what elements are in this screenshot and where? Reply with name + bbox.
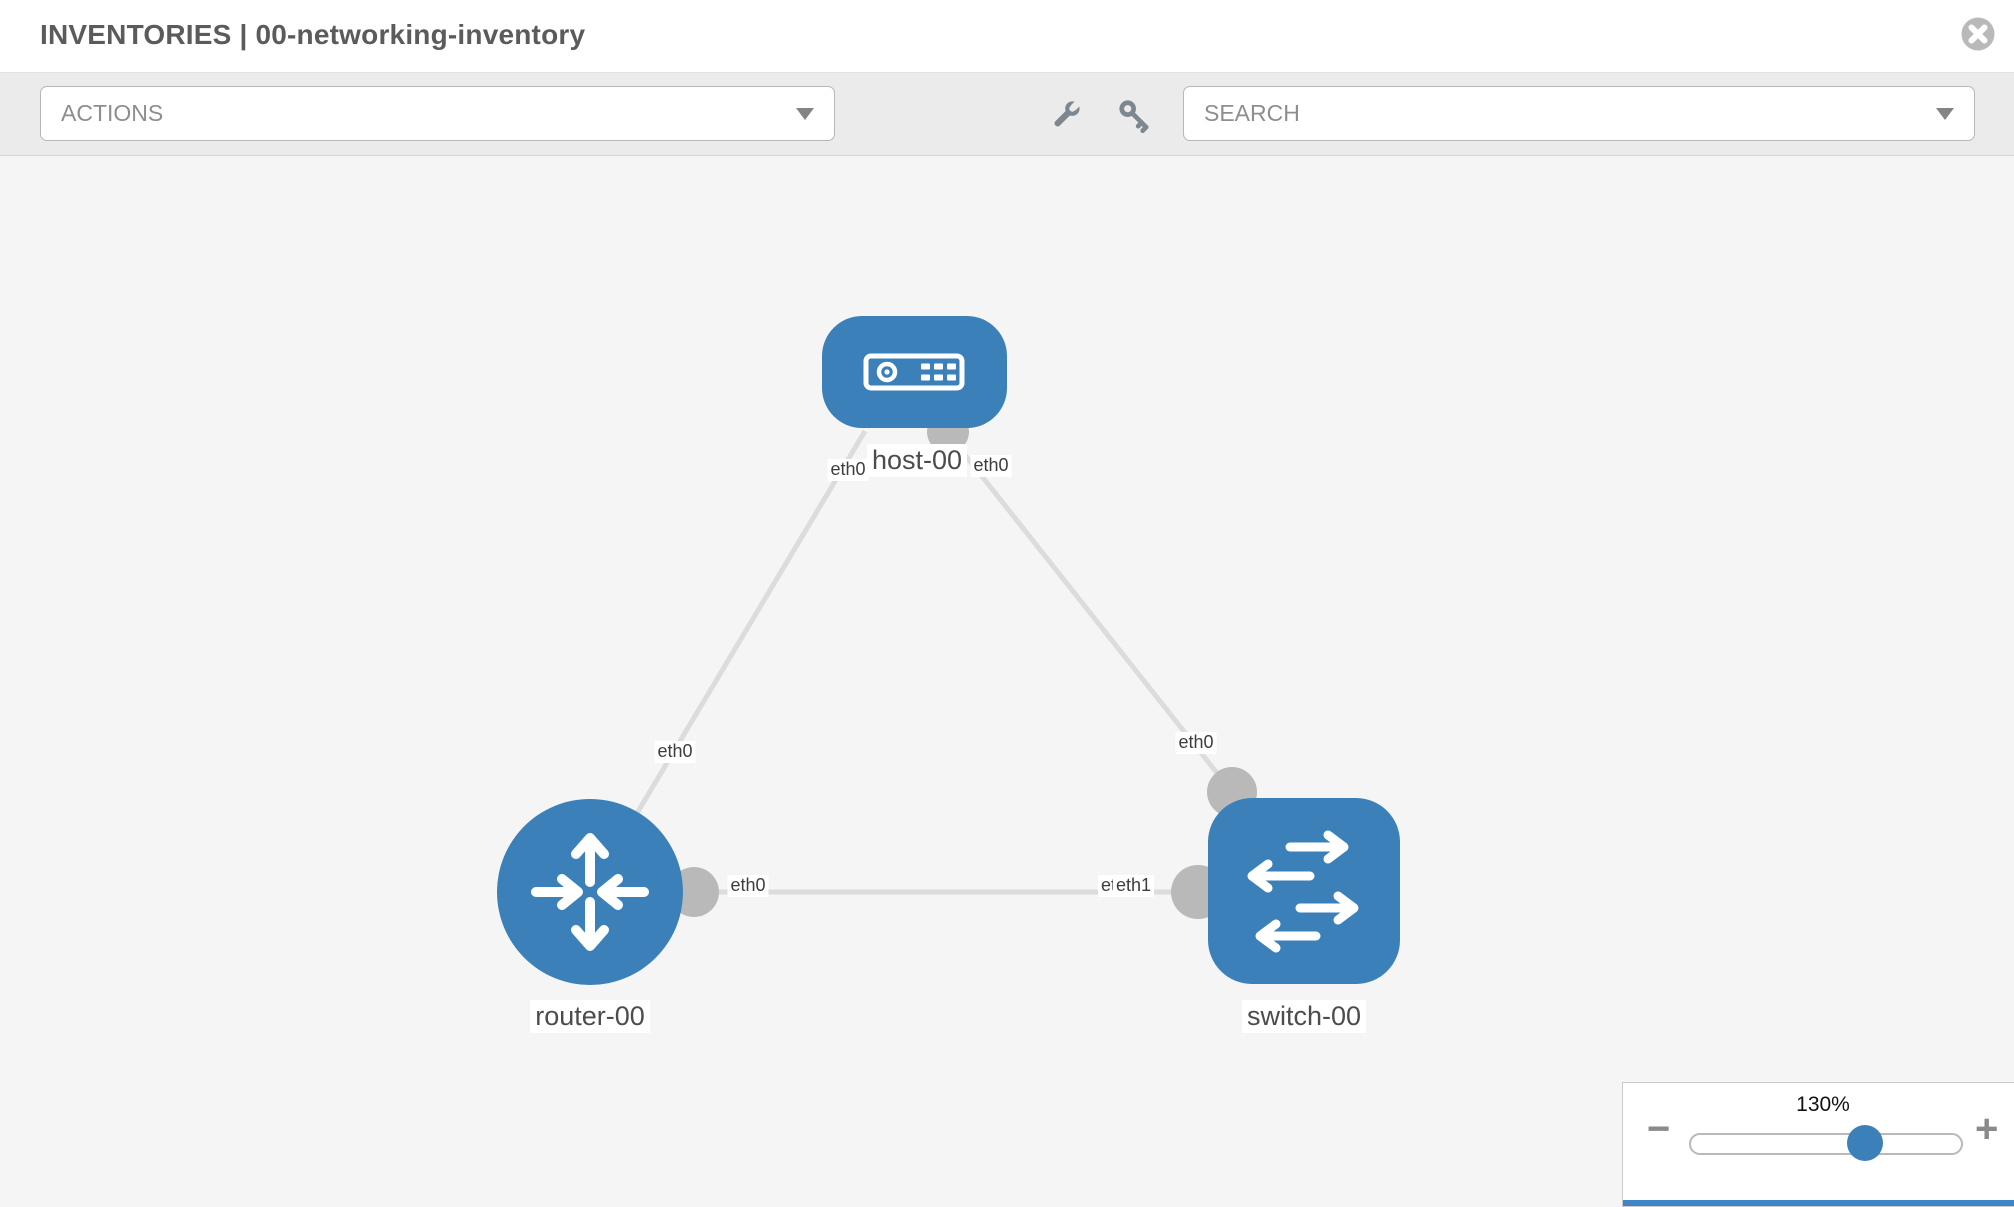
search-dropdown[interactable]: SEARCH bbox=[1183, 86, 1975, 141]
actions-dropdown-label: ACTIONS bbox=[61, 100, 164, 126]
node-label-router: router-00 bbox=[530, 1000, 650, 1034]
zoom-slider-thumb[interactable] bbox=[1847, 1125, 1883, 1161]
node-switch-00[interactable] bbox=[1208, 798, 1400, 984]
host-icon bbox=[863, 353, 965, 391]
zoom-slider[interactable] bbox=[1689, 1125, 1963, 1161]
zoom-in-button[interactable]: + bbox=[1975, 1107, 1999, 1151]
eth-label-router-link: eth0 bbox=[654, 741, 696, 763]
chevron-down-icon bbox=[1936, 107, 1954, 120]
header-bar: INVENTORIES | 00-networking-inventory bbox=[0, 0, 2014, 73]
interface-ports bbox=[669, 411, 1257, 919]
eth-label-switch-port-front: eth1 bbox=[1113, 875, 1155, 897]
toolbar: ACTIONS SEARCH bbox=[0, 73, 2014, 156]
zoom-out-button[interactable]: − bbox=[1647, 1107, 1671, 1151]
zoom-panel: 130% − + bbox=[1622, 1082, 2014, 1207]
node-label-host: host-00 bbox=[866, 444, 968, 478]
router-icon bbox=[531, 833, 649, 951]
topology-links bbox=[587, 429, 1234, 895]
chevron-down-icon bbox=[796, 107, 814, 120]
key-icon[interactable] bbox=[1116, 97, 1152, 133]
zoom-level: 130% bbox=[1796, 1093, 1850, 1116]
node-router-00[interactable] bbox=[497, 799, 683, 985]
node-host-00[interactable] bbox=[822, 316, 1007, 428]
switch-icon bbox=[1247, 830, 1359, 953]
eth-label-host-left: eth0 bbox=[827, 459, 869, 481]
eth-label-router-port: eth0 bbox=[727, 875, 769, 897]
close-icon[interactable] bbox=[1960, 16, 1996, 52]
page-title: INVENTORIES | 00-networking-inventory bbox=[40, 19, 586, 50]
zoom-panel-accent-bar bbox=[1623, 1200, 2014, 1206]
wrench-icon[interactable] bbox=[1048, 97, 1084, 133]
node-label-switch: switch-00 bbox=[1241, 1000, 1367, 1034]
actions-dropdown[interactable]: ACTIONS bbox=[40, 86, 835, 141]
eth-label-switch-link: eth0 bbox=[1175, 732, 1217, 754]
search-dropdown-label: SEARCH bbox=[1204, 100, 1300, 126]
eth-label-host-right: eth0 bbox=[970, 455, 1012, 477]
topology-canvas[interactable]: host-00 router-00 switch-00 eth0 eth0 et… bbox=[0, 156, 2014, 1200]
